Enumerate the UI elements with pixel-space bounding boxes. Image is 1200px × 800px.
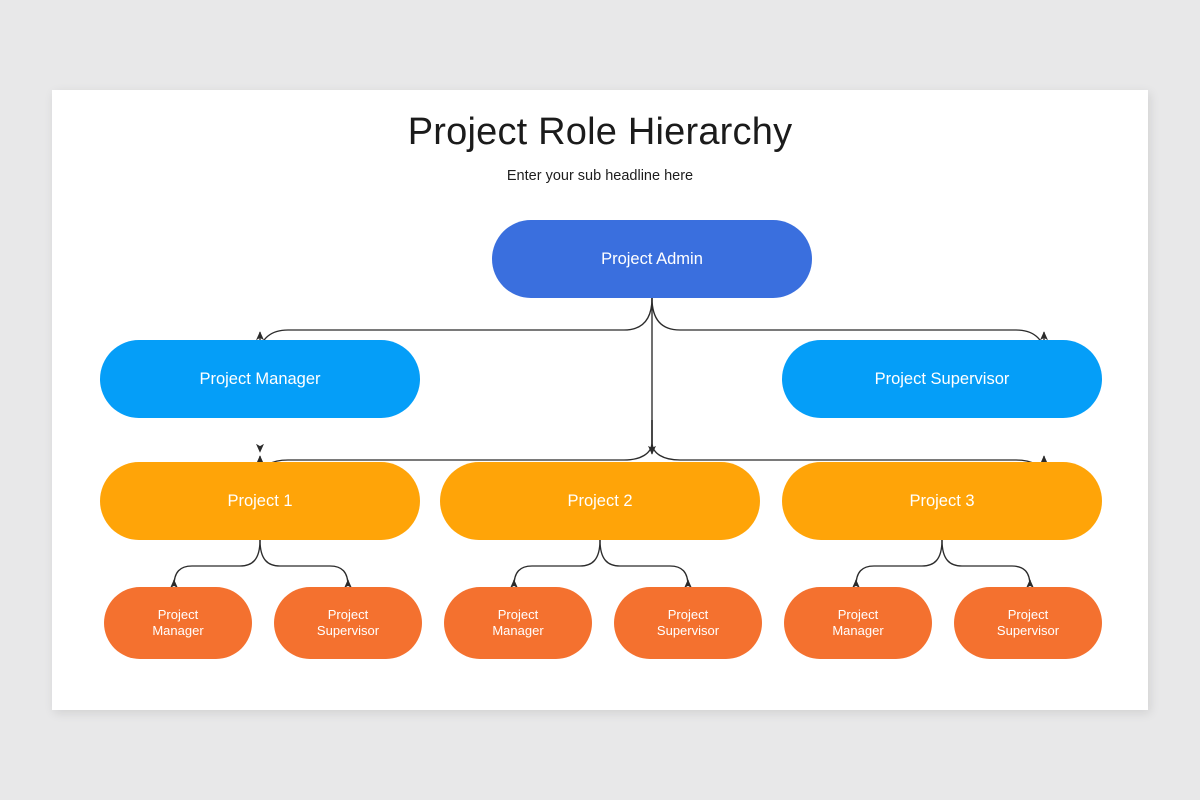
node-label: Project Admin (601, 249, 703, 268)
edge-project2-to-supervisor (599, 539, 692, 589)
node-label-line-2: Manager (832, 623, 884, 638)
hierarchy-diagram: Project Admin Project Manager Project Su… (52, 90, 1148, 710)
node-label: Project 1 (227, 491, 293, 510)
node-label-line-1: Project (327, 607, 369, 623)
node-project-1-manager[interactable]: Project Manager (104, 587, 252, 659)
node-label-line-2: Supervisor (996, 623, 1060, 638)
node-label-line-1: Project (497, 607, 539, 623)
page-subtitle: Enter your sub headline here (506, 167, 694, 184)
node-project-3-supervisor[interactable]: Project Supervisor (954, 587, 1102, 659)
node-label-line-2: Supervisor (656, 623, 720, 638)
node-project-1[interactable]: Project 1 (100, 462, 420, 540)
edge-project1-to-manager (170, 539, 261, 589)
edge-project1-to-supervisor (259, 539, 352, 589)
node-project-2[interactable]: Project 2 (440, 462, 760, 540)
node-label-line-1: Project (837, 607, 879, 623)
node-project-manager-top[interactable]: Project Manager (100, 340, 420, 418)
node-project-3[interactable]: Project 3 (782, 462, 1102, 540)
node-project-3-manager[interactable]: Project Manager (784, 587, 932, 659)
node-label-line-1: Project (157, 607, 199, 623)
node-label: Project 3 (909, 491, 975, 510)
page-title: Project Role Hierarchy (407, 111, 793, 153)
node-project-2-manager[interactable]: Project Manager (444, 587, 592, 659)
edge-project3-to-supervisor (941, 539, 1034, 589)
edge-project3-to-manager (852, 539, 943, 589)
node-label-line-2: Manager (152, 623, 204, 638)
node-project-1-supervisor[interactable]: Project Supervisor (274, 587, 422, 659)
node-label-line-2: Supervisor (316, 623, 380, 638)
node-project-admin[interactable]: Project Admin (492, 220, 812, 298)
edge-project2-to-manager (510, 539, 601, 589)
node-project-2-supervisor[interactable]: Project Supervisor (614, 587, 762, 659)
slide-card: Project Role Hierarchy Enter your sub he… (52, 90, 1148, 710)
node-label-line-2: Manager (492, 623, 544, 638)
node-label: Project Supervisor (874, 369, 1010, 388)
slide-headings: Project Role Hierarchy Enter your sub he… (52, 111, 1148, 184)
node-label-line-1: Project (667, 607, 709, 623)
node-label: Project 2 (567, 491, 633, 510)
node-label: Project Manager (199, 369, 321, 388)
node-label-line-1: Project (1007, 607, 1049, 623)
node-project-supervisor-top[interactable]: Project Supervisor (782, 340, 1102, 418)
